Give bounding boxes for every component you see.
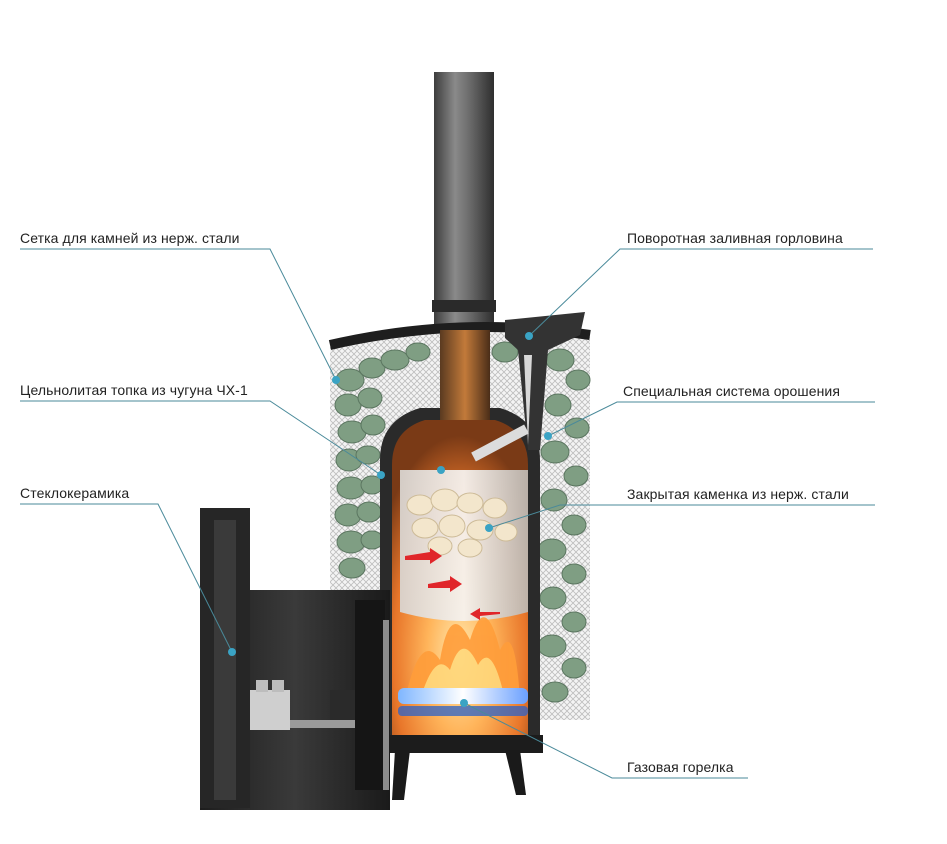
flow-arrows	[405, 548, 500, 620]
heater-stones	[406, 488, 518, 558]
filler-neck	[505, 312, 585, 450]
callout-filler-neck: Поворотная заливная горловина	[627, 230, 843, 246]
callout-firebox: Цельнолитая топка из чугуна ЧХ-1	[20, 382, 248, 398]
callout-gas-burner: Газовая горелка	[627, 759, 734, 775]
callout-stone-mesh: Сетка для камней из нерж. стали	[20, 230, 240, 246]
gas-valve	[250, 690, 290, 730]
stones-left	[334, 342, 431, 579]
glass-ceramic-panel	[214, 520, 236, 800]
callout-irrigation: Специальная система орошения	[623, 383, 841, 399]
irrigation-tube	[471, 424, 529, 462]
leader-dots	[228, 332, 552, 707]
gas-burner	[398, 688, 528, 704]
chimney-pipe	[434, 72, 494, 332]
flames	[405, 617, 520, 700]
callout-glass-ceramic: Стеклокерамика	[20, 485, 130, 501]
callout-closed-heater: Закрытая каменка из нерж. стали	[627, 486, 849, 502]
leader-lines	[20, 248, 875, 779]
